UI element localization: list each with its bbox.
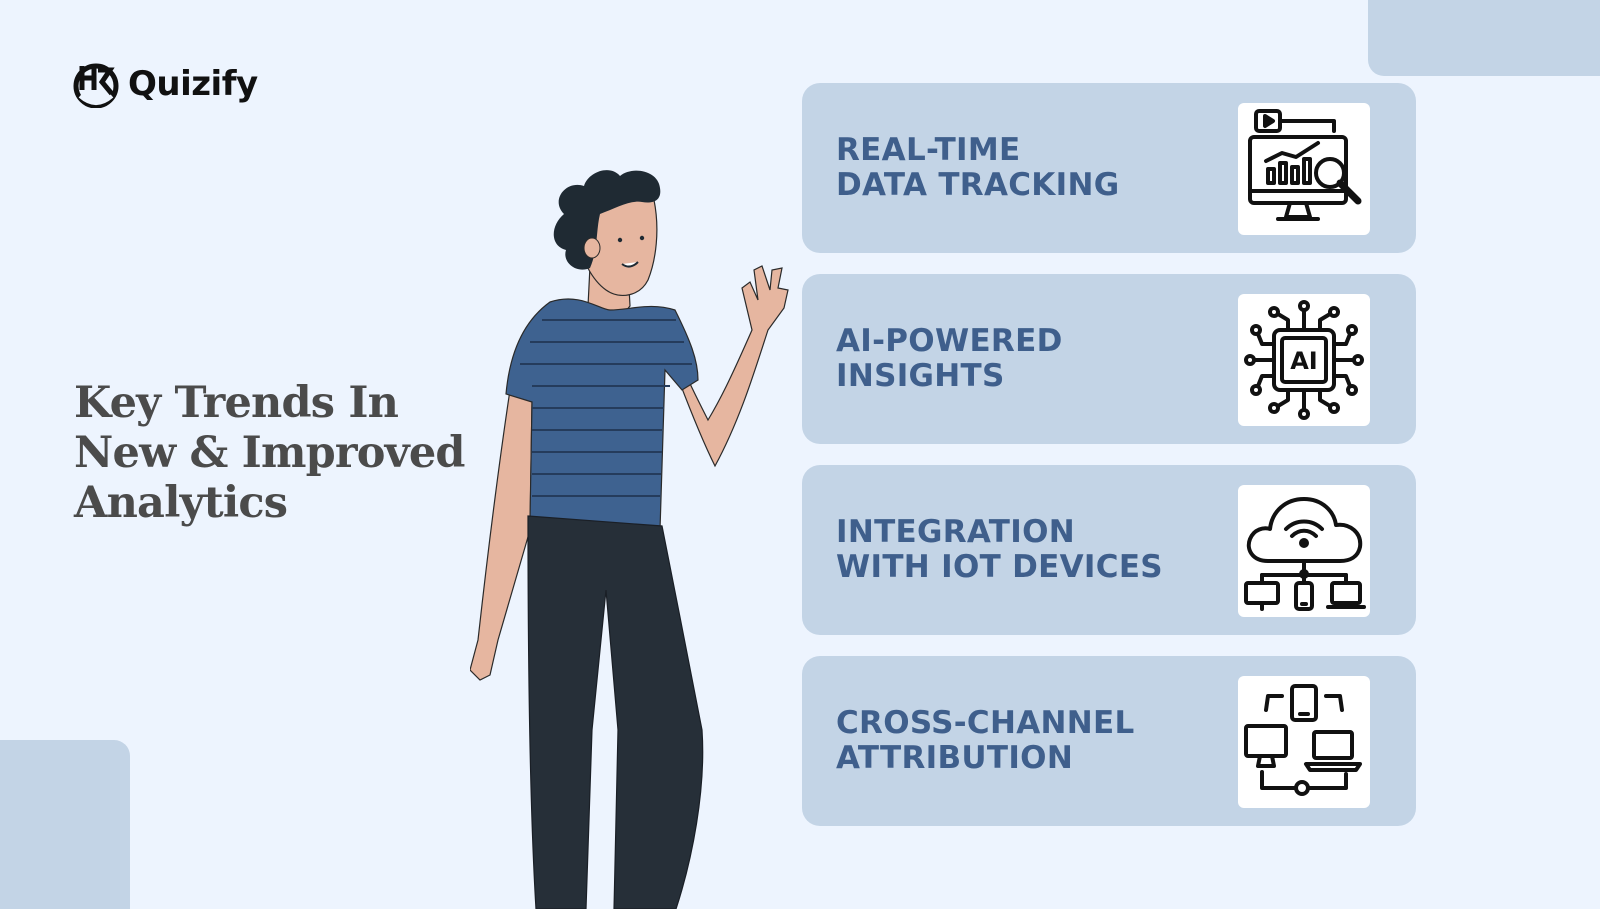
trend-card-real-time-data-tracking: REAL-TIME DATA TRACKING — [802, 83, 1416, 253]
card-title: INTEGRATION WITH IOT DEVICES — [836, 515, 1216, 585]
title-line-3: Analytics — [74, 478, 288, 528]
card-title: CROSS-CHANNEL ATTRIBUTION — [836, 706, 1216, 776]
card-icon-box — [1238, 676, 1370, 808]
card-title-line-2: WITH IOT DEVICES — [836, 549, 1163, 585]
card-title: AI-POWERED INSIGHTS — [836, 324, 1216, 394]
card-title-line-2: ATTRIBUTION — [836, 740, 1074, 776]
trend-card-integration-with-iot-devices: INTEGRATION WITH IOT DEVICES — [802, 465, 1416, 635]
corner-decoration-top-right — [1368, 0, 1600, 76]
brand: Quizify — [72, 60, 258, 108]
svg-text:AI: AI — [1290, 347, 1318, 375]
card-title: REAL-TIME DATA TRACKING — [836, 133, 1216, 203]
person-waving-illustration — [470, 170, 789, 909]
trend-card-cross-channel-attribution: CROSS-CHANNEL ATTRIBUTION — [802, 656, 1416, 826]
quizify-logo-icon — [73, 63, 119, 108]
trend-card-ai-powered-insights: AI-POWERED INSIGHTS AI — [802, 274, 1416, 444]
title-line-2: New & Improved — [74, 428, 465, 478]
monitor-analytics-icon — [1248, 109, 1362, 221]
card-title-line-2: INSIGHTS — [836, 358, 1005, 394]
card-title-line-1: REAL-TIME — [836, 132, 1021, 168]
card-title-line-1: INTEGRATION — [836, 514, 1075, 550]
corner-decoration-bottom-left — [0, 740, 130, 909]
ai-chip-icon: AI — [1244, 300, 1364, 420]
card-icon-box: AI — [1238, 294, 1370, 426]
card-title-line-1: AI-POWERED — [836, 323, 1063, 359]
cloud-network-icon — [1244, 497, 1366, 611]
brand-name: Quizify — [128, 64, 258, 104]
card-title-line-1: CROSS-CHANNEL — [836, 705, 1135, 741]
cross-device-icon — [1244, 684, 1362, 796]
title-line-1: Key Trends In — [74, 378, 399, 428]
card-icon-box — [1238, 103, 1370, 235]
page-title: Key Trends In New & Improved Analytics — [74, 378, 494, 528]
card-title-line-2: DATA TRACKING — [836, 167, 1120, 203]
card-icon-box — [1238, 485, 1370, 617]
